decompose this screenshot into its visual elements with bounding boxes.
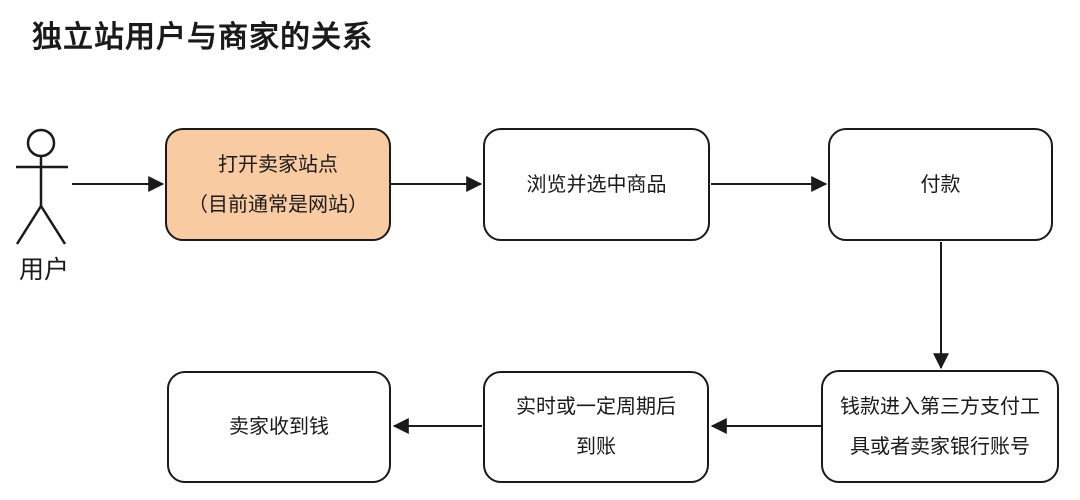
node-text-line: 实时或一定周期后 <box>516 396 676 418</box>
node-pay: 付款 <box>828 128 1053 241</box>
node-text-line: （目前通常是网站） <box>188 193 368 216</box>
node-text-line: 付款 <box>920 173 961 196</box>
node-browse-select-product: 浏览并选中商品 <box>483 128 710 241</box>
node-text-line: 具或者卖家银行账号 <box>850 435 1030 458</box>
node-settlement-period: 实时或一定周期后 到账 <box>483 371 709 483</box>
user-actor-icon <box>15 128 68 245</box>
node-open-seller-site: 打开卖家站点 （目前通常是网站） <box>165 128 391 241</box>
node-funds-to-third-party: 钱款进入第三方支付工 具或者卖家银行账号 <box>821 370 1059 483</box>
node-text-line: 浏览并选中商品 <box>526 173 667 196</box>
node-text-line: 卖家收到钱 <box>229 416 329 438</box>
node-text-line: 到账 <box>576 436 616 458</box>
node-seller-receives-money: 卖家收到钱 <box>167 371 391 483</box>
actor-label: 用户 <box>18 256 69 284</box>
diagram-title: 独立站用户与商家的关系 <box>32 21 373 54</box>
node-text-line: 打开卖家站点 <box>218 153 338 176</box>
node-text-line: 钱款进入第三方支付工 <box>840 395 1040 418</box>
